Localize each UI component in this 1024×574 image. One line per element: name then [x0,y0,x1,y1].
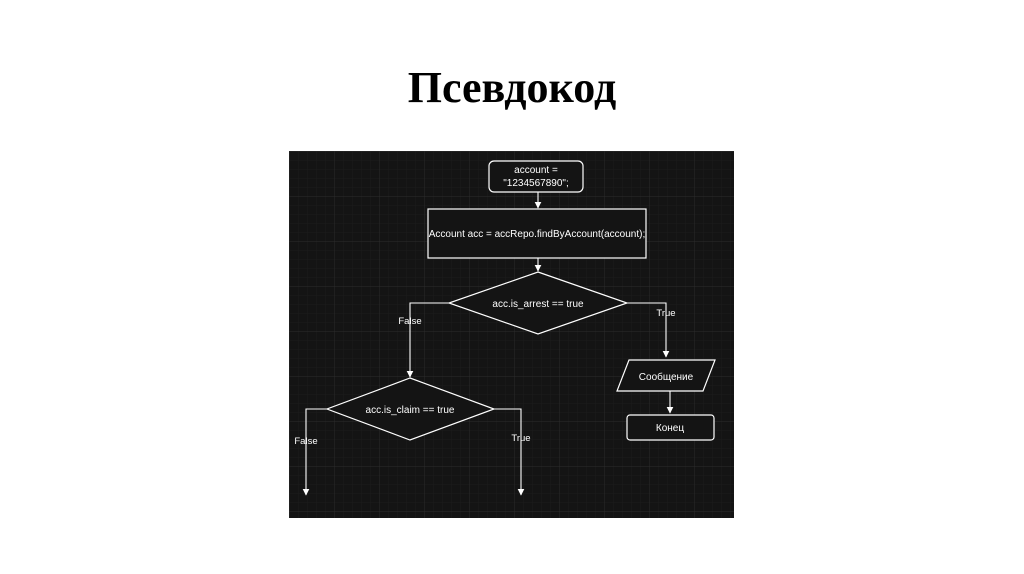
end-node [626,414,715,441]
process-node [427,208,647,259]
diagram-grid [289,151,734,518]
edge-label-d1-true: True [656,308,675,319]
decision-node-claim [325,377,496,441]
slide-title: Псевдокод [407,63,617,112]
edge-label-d2-true: True [511,433,530,444]
io-node-message-label: Сообщение [639,371,694,383]
start-node-line1: account = [514,165,558,176]
io-node-message [616,359,716,392]
start-node-line2: "1234567890"; [503,178,569,189]
decision-node-arrest-label: acc.is_arrest == true [492,299,584,310]
process-node-label: Account acc = accRepo.findByAccount(acco… [429,229,646,240]
edge-label-d1-false: False [398,316,421,327]
edge-decision1-false [406,302,449,378]
decision-node-claim-label: acc.is_claim == true [366,405,455,416]
end-node-label: Конец [656,423,684,434]
start-node [488,160,584,193]
edge-decision2-false [302,408,327,496]
edge-decision1-true [627,302,670,358]
flowchart-diagram: account = "1234567890"; Account acc = ac… [289,151,734,518]
edge-decision2-true [494,408,525,496]
decision-node-arrest [447,271,629,335]
edge-label-d2-false: False [294,436,317,447]
